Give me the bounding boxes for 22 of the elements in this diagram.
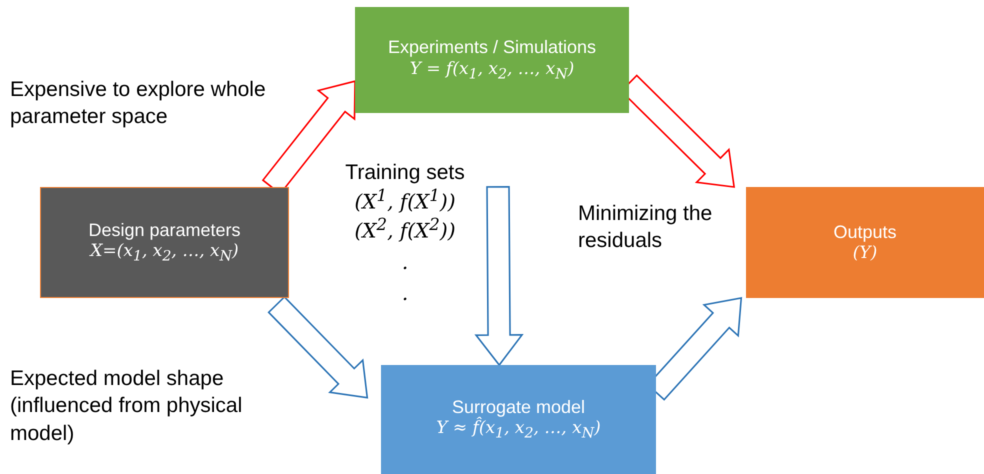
formula-text: Y = f(x$_{1}$, x$_{2}$, …, x$_{N}$) — [410, 58, 574, 84]
box-title: Outputs — [833, 220, 897, 244]
formula-text: . — [402, 280, 408, 306]
formula-text: X=(x$_{1}$, x$_{2}$, …, x$_{N}$) — [90, 241, 239, 266]
box-title: Design parameters — [88, 218, 241, 242]
heading-text: Training sets — [345, 160, 465, 186]
annotation-text: Minimizing the residuals — [578, 201, 714, 254]
formula-text: (X$^{2}$, f(X$^{2}$)) — [354, 214, 456, 244]
process-box — [746, 187, 984, 298]
annotation-text: Expected model shape (influenced from physical model) — [10, 366, 244, 447]
formula-text: (Y) — [852, 243, 878, 264]
box-title: Surrogate model — [452, 396, 586, 417]
formula-text: Y ≈ f̂(x$_{1}$, x$_{2}$, …, x$_{N}$) — [436, 418, 601, 444]
block-arrow — [474, 186, 524, 366]
formula-text: . — [402, 250, 408, 275]
box-title: Experiments / Simulations — [388, 36, 596, 59]
process-box — [381, 365, 656, 474]
process-box — [40, 187, 289, 298]
formula-text: (X$^{1}$, f(X$^{1}$)) — [354, 186, 456, 215]
annotation-text: Expensive to explore whole parameter space — [10, 77, 267, 130]
block-arrow — [268, 296, 368, 399]
process-box — [355, 7, 629, 113]
